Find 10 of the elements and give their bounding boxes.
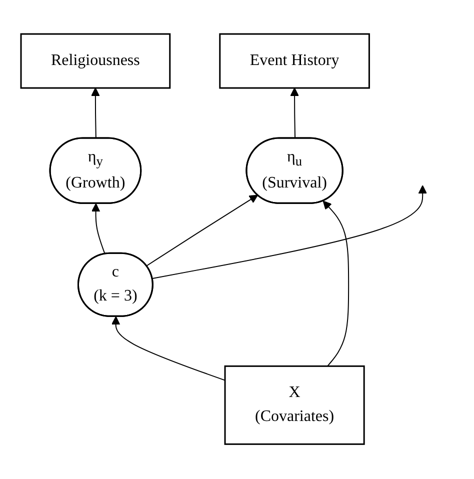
arrow: [152, 186, 428, 280]
node-box: X (Covariates): [224, 366, 366, 446]
arrow: [323, 201, 350, 368]
arrow: [290, 88, 300, 140]
arrow: [91, 88, 100, 140]
node-box: Event History: [219, 34, 370, 90]
arrow: [92, 204, 106, 256]
arrow: [146, 195, 258, 267]
arrow: [112, 316, 226, 382]
node-box: Religiousness: [20, 34, 171, 90]
